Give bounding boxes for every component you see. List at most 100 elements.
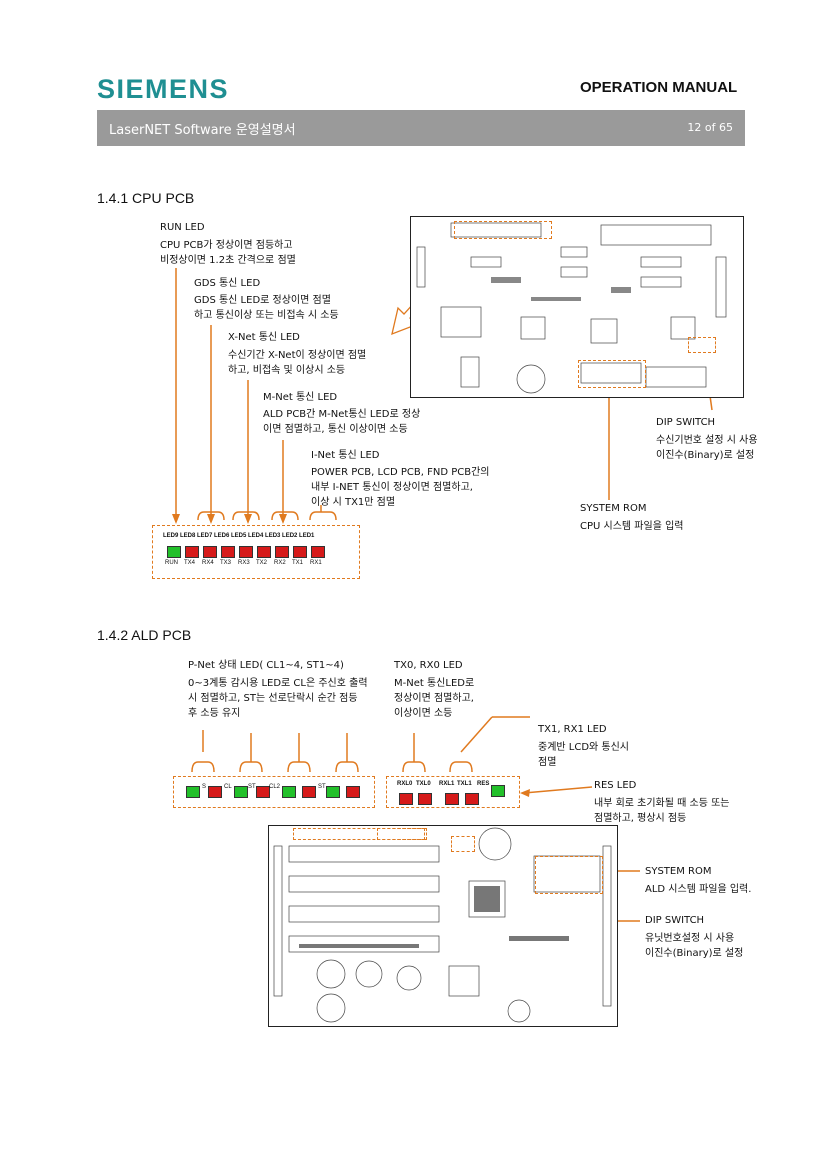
led-label: RX3 bbox=[238, 560, 250, 566]
led-label: TX2 bbox=[256, 560, 268, 566]
led-label: RX2 bbox=[274, 560, 286, 566]
led-rx1 bbox=[311, 546, 325, 558]
led-rxl1 bbox=[445, 793, 459, 805]
inet-led-desc-1: POWER PCB, LCD PCB, FND PCB간의 bbox=[311, 467, 490, 478]
header-band: LaserNET Software 운영설명서 12 of 65 bbox=[97, 110, 745, 146]
txrx0-led-desc-2: 정상이면 점멸하고, bbox=[394, 693, 474, 704]
led-txl0 bbox=[418, 793, 432, 805]
led-tx2 bbox=[257, 546, 271, 558]
txrx1-led-desc-2: 점멸 bbox=[538, 757, 557, 768]
txrx0-led-desc-3: 이상이면 소등 bbox=[394, 708, 453, 719]
pnet-led-desc-1: 0~3계통 감시용 LED로 CL은 주신호 출력 bbox=[188, 678, 368, 689]
inet-led-desc-2: 내부 I-NET 통신이 정상이면 점멸하고, bbox=[311, 482, 473, 493]
led-rx3 bbox=[239, 546, 253, 558]
xnet-led-desc-2: 하고, 비접속 및 이상시 소등 bbox=[228, 365, 346, 376]
cpu-led-area-highlight bbox=[454, 221, 552, 239]
run-led-desc-1: CPU PCB가 정상이면 점등하고 bbox=[160, 240, 293, 251]
led-label: RXL0 bbox=[397, 781, 413, 787]
led-label: S bbox=[202, 784, 207, 790]
ald-led-area-highlight-right bbox=[377, 828, 427, 840]
ald-dip-desc-2: 이진수(Binary)로 설정 bbox=[645, 948, 744, 959]
led-st2 bbox=[234, 786, 248, 798]
section-heading-cpu: 1.4.1 CPU PCB bbox=[97, 190, 195, 206]
cpu-rom-highlight bbox=[578, 360, 646, 388]
cpu-rom-title: SYSTEM ROM bbox=[580, 503, 647, 514]
xnet-led-title: X-Net 통신 LED bbox=[228, 332, 300, 343]
inet-led-desc-3: 이상 시 TX1만 점멸 bbox=[311, 497, 396, 508]
led-label: TXL0 bbox=[416, 781, 431, 787]
ald-dip-highlight bbox=[451, 836, 475, 852]
led-cl1 bbox=[208, 786, 222, 798]
led-txl1 bbox=[465, 793, 479, 805]
ald-rom-highlight bbox=[535, 856, 603, 894]
led-st1 bbox=[186, 786, 200, 798]
cpu-dip-highlight bbox=[688, 337, 716, 353]
pnet-led-desc-2: 시 점멸하고, ST는 선로단락시 순간 점등 bbox=[188, 693, 358, 704]
ald-pnet-led-panel: S CL ST CL2 ST bbox=[173, 776, 375, 808]
gds-led-desc-1: GDS 통신 LED로 정상이면 점멸 bbox=[194, 295, 331, 306]
led-st3 bbox=[282, 786, 296, 798]
led-cl3 bbox=[302, 786, 316, 798]
led-label: CL2 bbox=[269, 784, 281, 790]
led-cl4 bbox=[346, 786, 360, 798]
mnet-led-desc-2: 이면 점멸하고, 통신 이상이면 소등 bbox=[263, 424, 408, 435]
led-label: TX1 bbox=[292, 560, 304, 566]
led-label: RUN bbox=[165, 560, 178, 566]
cpu-led-panel: LED9 LED8 LED7 LED6 LED5 LED4 LED3 LED2 … bbox=[152, 525, 360, 579]
cpu-dip-title: DIP SWITCH bbox=[656, 417, 716, 428]
led-tx3 bbox=[221, 546, 235, 558]
gds-led-title: GDS 통신 LED bbox=[194, 278, 261, 289]
led-tx4 bbox=[185, 546, 199, 558]
run-led-desc-2: 비정상이면 1.2초 간격으로 점멸 bbox=[160, 255, 296, 266]
led-rx4 bbox=[203, 546, 217, 558]
led-label: TX3 bbox=[220, 560, 232, 566]
led-rxl0 bbox=[399, 793, 413, 805]
led-label: RX4 bbox=[202, 560, 214, 566]
res-led-title: RES LED bbox=[594, 780, 637, 791]
ald-led-area-highlight-left bbox=[293, 828, 425, 840]
led-label: ST bbox=[318, 784, 326, 790]
ald-rom-title: SYSTEM ROM bbox=[645, 866, 712, 877]
siemens-logo: SIEMENS bbox=[97, 74, 230, 104]
led-label: TXL1 bbox=[457, 781, 472, 787]
manual-title: OPERATION MANUAL bbox=[580, 79, 738, 96]
cpu-rom-desc: CPU 시스템 파일을 입력 bbox=[580, 521, 684, 532]
led-tx1 bbox=[293, 546, 307, 558]
run-led-title: RUN LED bbox=[160, 222, 205, 233]
res-led-desc-2: 점멸하고, 평상시 점등 bbox=[594, 813, 687, 824]
txrx0-led-title: TX0, RX0 LED bbox=[394, 660, 463, 671]
section-heading-ald: 1.4.2 ALD PCB bbox=[97, 627, 192, 643]
ald-comm-led-panel: RXL0 TXL0 RXL1 TXL1 RES bbox=[386, 776, 520, 808]
led-st4 bbox=[326, 786, 340, 798]
cpu-pcb-image bbox=[410, 216, 744, 398]
ald-dip-title: DIP SWITCH bbox=[645, 915, 705, 926]
res-led-desc-1: 내부 회로 초기화될 때 소등 또는 bbox=[594, 798, 730, 809]
led-label: ST bbox=[248, 784, 256, 790]
cpu-dip-desc-1: 수신기번호 설정 시 사용 bbox=[656, 435, 758, 446]
document-title: LaserNET Software 운영설명서 bbox=[109, 123, 296, 138]
led-rx2 bbox=[275, 546, 289, 558]
gds-led-desc-2: 하고 통신이상 또는 비접속 시 소등 bbox=[194, 310, 339, 321]
pnet-led-title: P-Net 상태 LED( CL1~4, ST1~4) bbox=[188, 660, 344, 671]
inet-led-title: I-Net 통신 LED bbox=[311, 450, 380, 461]
txrx1-led-title: TX1, RX1 LED bbox=[538, 724, 607, 735]
led-label: RX1 bbox=[310, 560, 322, 566]
xnet-led-desc-1: 수신기간 X-Net이 정상이면 점멸 bbox=[228, 350, 367, 361]
cpu-dip-desc-2: 이진수(Binary)로 설정 bbox=[656, 450, 755, 461]
led-label: TX4 bbox=[184, 560, 196, 566]
ald-pcb-image bbox=[268, 825, 618, 1027]
ald-dip-desc-1: 유닛번호설정 시 사용 bbox=[645, 933, 735, 944]
mnet-led-title: M-Net 통신 LED bbox=[263, 392, 338, 403]
cpu-led-header: LED9 LED8 LED7 LED6 LED5 LED4 LED3 LED2 … bbox=[163, 533, 315, 539]
led-label: CL bbox=[224, 784, 232, 790]
txrx1-led-desc-1: 중계반 LCD와 통신시 bbox=[538, 742, 630, 753]
led-label: RXL1 bbox=[439, 781, 455, 787]
ald-rom-desc: ALD 시스템 파일을 입력. bbox=[645, 884, 752, 895]
led-label: RES bbox=[477, 781, 490, 787]
pnet-led-desc-3: 후 소등 유지 bbox=[188, 708, 241, 719]
led-run bbox=[167, 546, 181, 558]
led-cl2 bbox=[256, 786, 270, 798]
led-res bbox=[491, 785, 505, 797]
page-number: 12 of 65 bbox=[687, 121, 733, 134]
txrx0-led-desc-1: M-Net 통신LED로 bbox=[394, 678, 475, 689]
